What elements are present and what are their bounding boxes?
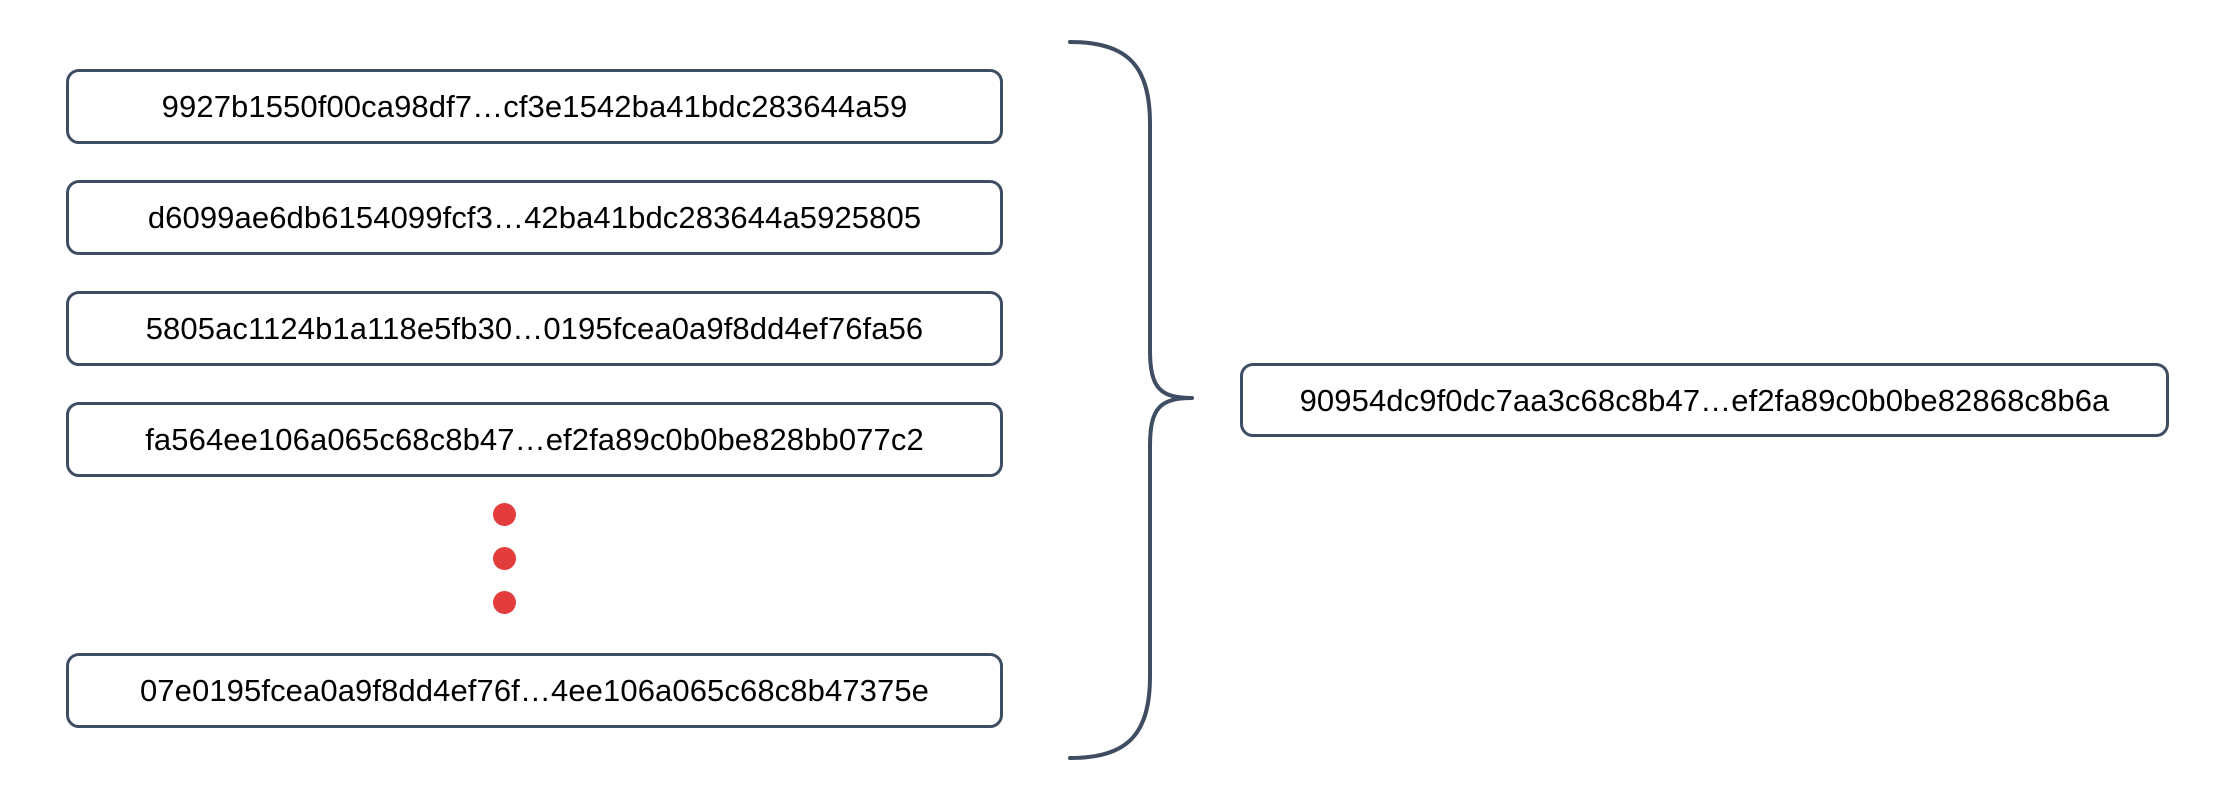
input-hash-box-3[interactable]: 5805ac1124b1a118e5fb30…0195fcea0a9f8dd4e… bbox=[66, 291, 1003, 366]
input-hash-text-3: 5805ac1124b1a118e5fb30…0195fcea0a9f8dd4e… bbox=[145, 311, 924, 346]
input-hash-text-4: fa564ee106a065c68c8b47…ef2fa89c0b0be828b… bbox=[145, 422, 924, 457]
curly-brace bbox=[1050, 20, 1210, 780]
ellipsis-dot-1 bbox=[493, 503, 516, 526]
input-hash-box-5[interactable]: 07e0195fcea0a9f8dd4ef76f…4ee106a065c68c8… bbox=[66, 653, 1003, 728]
output-hash-box[interactable]: 90954dc9f0dc7aa3c68c8b47…ef2fa89c0b0be82… bbox=[1240, 363, 2169, 437]
vertical-ellipsis-icon bbox=[493, 503, 517, 623]
ellipsis-dot-2 bbox=[493, 547, 516, 570]
ellipsis-dot-3 bbox=[493, 591, 516, 614]
input-hash-text-1: 9927b1550f00ca98df7…cf3e1542ba41bdc28364… bbox=[161, 89, 908, 124]
curly-brace-icon bbox=[1068, 40, 1194, 760]
input-hash-text-5: 07e0195fcea0a9f8dd4ef76f…4ee106a065c68c8… bbox=[139, 673, 930, 708]
input-hash-box-1[interactable]: 9927b1550f00ca98df7…cf3e1542ba41bdc28364… bbox=[66, 69, 1003, 144]
output-hash-text: 90954dc9f0dc7aa3c68c8b47…ef2fa89c0b0be82… bbox=[1299, 382, 2110, 418]
input-hash-text-2: d6099ae6db6154099fcf3…42ba41bdc283644a59… bbox=[147, 200, 922, 235]
input-hash-box-4[interactable]: fa564ee106a065c68c8b47…ef2fa89c0b0be828b… bbox=[66, 402, 1003, 477]
input-hash-box-2[interactable]: d6099ae6db6154099fcf3…42ba41bdc283644a59… bbox=[66, 180, 1003, 255]
